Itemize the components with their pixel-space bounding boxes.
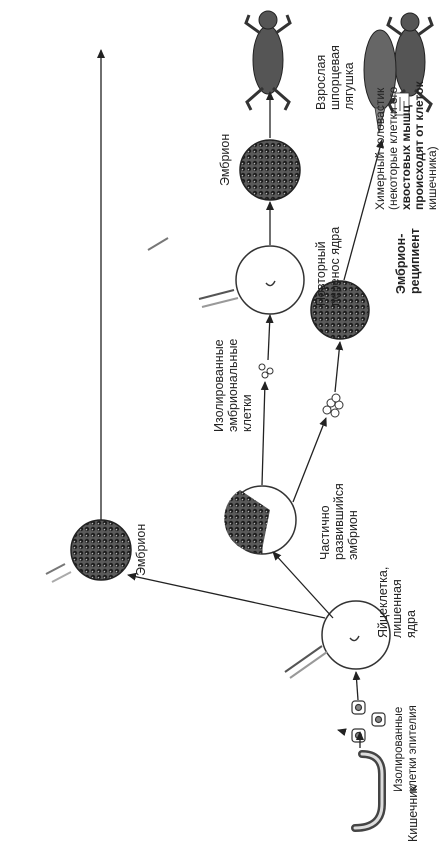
adult-frog-mid [246,11,290,110]
second-egg [236,246,304,314]
label-embryo-top: Эмбрион [134,524,148,576]
pipette-1 [285,646,327,678]
cell-clump [323,394,343,417]
label-isolated-embryonic: Изолированные эмбриональные клетки [212,339,254,432]
pipette-2 [46,564,71,582]
pipette-4 [148,238,168,250]
label-enucleated-egg: Яйцеклетка, лишенная ядра [376,567,418,638]
embryonic-cells [259,364,273,378]
label-partial-embryo: Частично развившийся эмбрион [318,483,360,560]
embryo-mid [240,140,300,200]
label-repeat-transfer: Повторный перенос ядра [314,227,342,306]
pipette-3 [199,290,238,307]
label-adult-frog: Взрослая шпорцевая лягушка [314,45,356,110]
epithelial-cells [352,701,385,742]
label-embryo-mid: Эмбрион [218,134,232,186]
label-isolated-epithelial: Изолированные клетки эпителия [392,705,420,792]
embryo-top [71,520,131,580]
label-intestine: Кишечник [406,785,420,842]
label-chimeric-tadpole: Химерный головастик (некоторые клетки ег… [374,81,439,210]
label-recipient-embryo: Эмбрион- реципиент [394,228,422,294]
